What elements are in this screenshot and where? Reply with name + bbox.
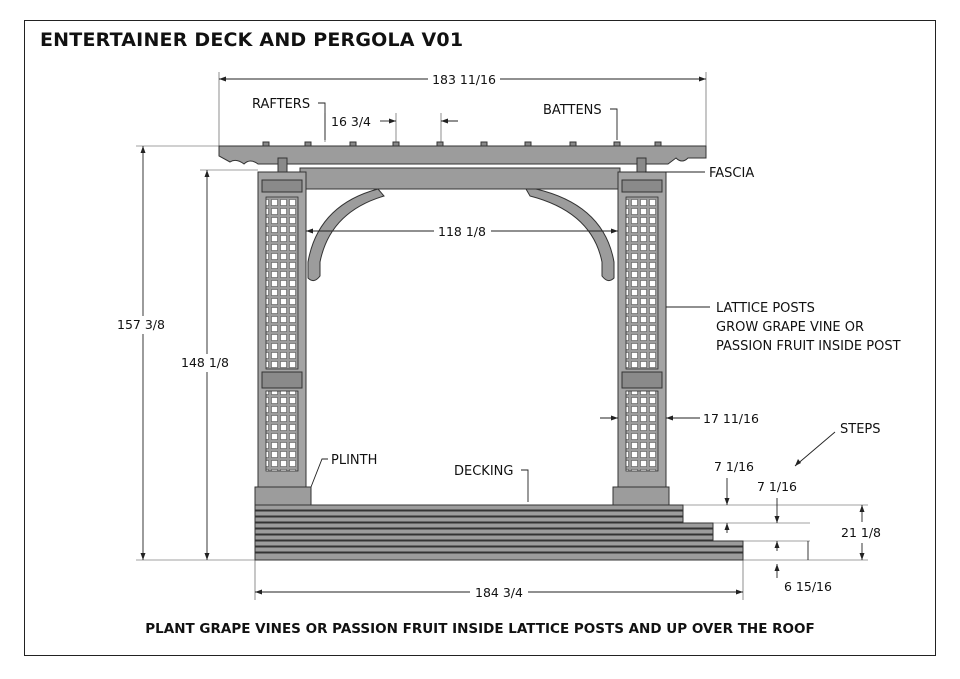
drawing-frame [24, 20, 936, 656]
roof-rafters [218, 141, 707, 165]
steps-label: STEPS [840, 422, 881, 437]
dim-step-rise-2: 7 1/16 [757, 479, 797, 494]
fascia-label: FASCIA [709, 166, 754, 181]
arch-brackets [307, 188, 615, 282]
dim-rafter-spacing: 16 3/4 [331, 114, 371, 129]
dim-overall-width-bottom: 184 3/4 [475, 585, 523, 600]
left-lattice-post [254, 171, 312, 506]
right-plinth [612, 486, 670, 506]
deck-and-steps [254, 504, 744, 561]
dim-post-width: 17 11/16 [703, 411, 759, 426]
battens-label: BATTENS [543, 103, 602, 118]
lattice-posts-label-line1: LATTICE POSTS [716, 301, 815, 316]
dim-step-rise-1: 7 1/16 [714, 459, 754, 474]
lattice-posts-label-line2: GROW GRAPE VINE OR [716, 320, 864, 335]
page-title: ENTERTAINER DECK AND PERGOLA V01 [40, 29, 464, 51]
decking-label: DECKING [454, 464, 513, 479]
footer-note: PLANT GRAPE VINES OR PASSION FRUIT INSID… [145, 621, 815, 637]
plinth-label: PLINTH [331, 453, 377, 468]
dim-overall-width-top: 183 11/16 [432, 72, 496, 87]
dim-overall-height: 157 3/8 [117, 317, 165, 332]
dim-deck-height: 21 1/8 [841, 525, 881, 540]
dim-bottom-step: 6 15/16 [784, 579, 832, 594]
lattice-posts-label-line3: PASSION FRUIT INSIDE POST [716, 339, 901, 354]
dimension-lines [136, 72, 868, 600]
dim-post-height: 148 1/8 [181, 355, 229, 370]
rafters-label: RAFTERS [252, 97, 310, 112]
right-lattice-post [612, 171, 670, 506]
left-plinth [254, 486, 312, 506]
battens [262, 141, 662, 147]
dim-inner-span: 118 1/8 [438, 224, 486, 239]
